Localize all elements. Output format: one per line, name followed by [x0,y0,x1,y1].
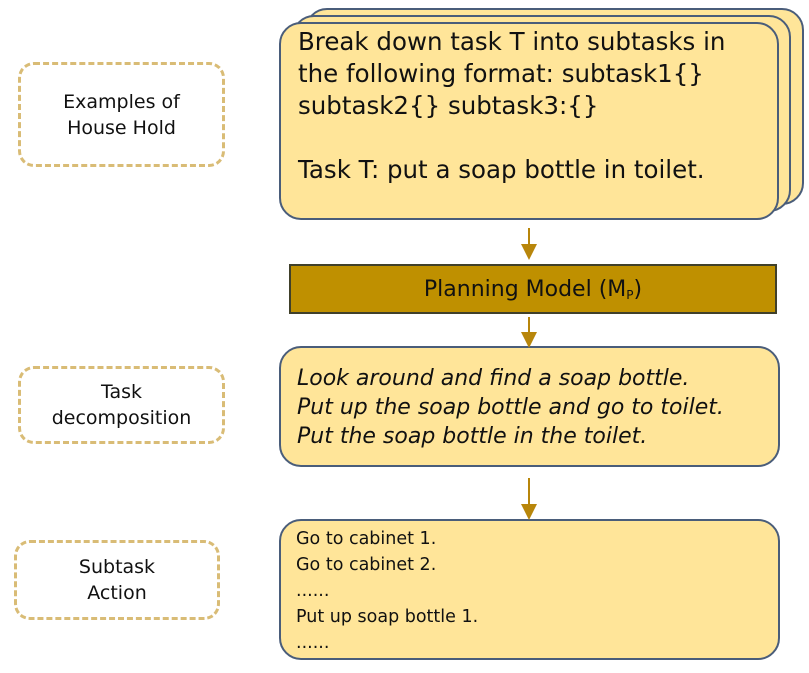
subtask-card [279,346,780,467]
prompt-line: Break down task T into subtasks in [298,27,726,56]
action-item: ...... [296,581,330,601]
planning-model-label: Planning Model (MP) [423,276,643,302]
planning-model-box: Planning Model (MP) [289,264,777,314]
examples-label-line-2: House Hold [67,116,176,139]
decomposition-label-line-2: decomposition [51,407,192,429]
prompt-line: the following format: subtask1{} [298,59,704,88]
subtask-item: Put up the soap bottle and go to toilet. [297,395,724,420]
examples-label-line-1: Examples of [63,90,180,113]
action-item: Put up soap bottle 1. [296,607,479,627]
action-label: Subtask Action [14,540,220,620]
examples-label: Examples of House Hold [18,62,225,167]
planning-model-subscript: P [626,287,634,302]
action-item: ...... [296,633,330,653]
action-card [279,519,780,660]
prompt-line: subtask2{} subtask3:{} [298,91,599,120]
prompt-card [279,22,779,220]
decomposition-label: Task decomposition [18,366,225,444]
action-label-line-1: Subtask [78,556,156,578]
subtask-item: Look around and find a soap bottle. [297,366,690,391]
subtask-item: Put the soap bottle in the toilet. [297,424,648,449]
prompt-line-task: Task T: put a soap bottle in toilet. [298,155,705,184]
action-item: Go to cabinet 1. [296,529,437,549]
prompt-text: Break down task T into subtasks in the f… [298,26,778,186]
subtask-list: Look around and find a soap bottle. Put … [297,364,773,451]
action-label-line-2: Action [87,582,147,604]
action-list: Go to cabinet 1. Go to cabinet 2. ......… [296,526,766,656]
decomposition-label-line-1: Task [100,381,142,403]
action-item: Go to cabinet 2. [296,555,437,575]
